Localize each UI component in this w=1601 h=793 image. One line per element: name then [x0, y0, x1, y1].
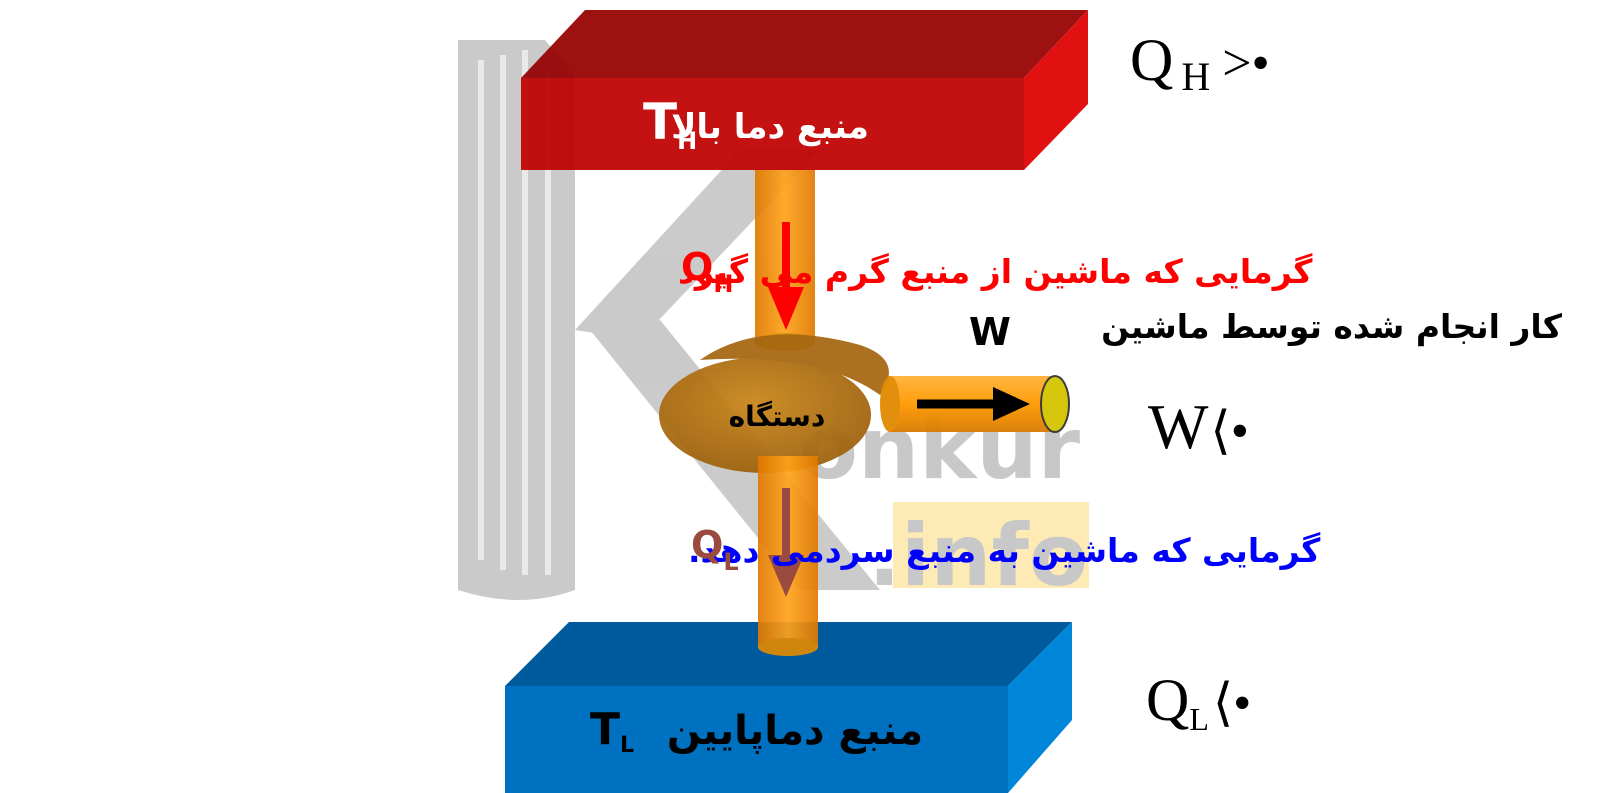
- hot-reservoir-label: منبع دما بالا: [671, 107, 869, 147]
- work-symbol: W: [969, 310, 1011, 354]
- work-description: کار انجام شده توسط ماشین: [1101, 307, 1563, 347]
- cold-reservoir-symbol-subscript: L: [620, 733, 634, 758]
- cold-reservoir-symbol-letter: T: [590, 704, 620, 755]
- heat-out-arrow: [768, 488, 804, 597]
- sign-qh-letter: Q: [1130, 27, 1173, 93]
- heat-out-description: گرمایی که ماشین به منبع سردمی دهد.: [688, 531, 1321, 571]
- hot-reservoir-top: [521, 10, 1088, 78]
- device-label: دستگاه: [729, 400, 826, 433]
- sign-ql-letter: Q: [1146, 667, 1189, 733]
- cold-reservoir-label: منبع دماپایین: [667, 708, 923, 754]
- heat-out-symbol-letter: Q: [691, 523, 723, 567]
- cold-reservoir-symbol: TL: [590, 704, 634, 758]
- heat-in-symbol-subscript: H: [713, 270, 733, 298]
- hot-reservoir-symbol: TH: [643, 93, 697, 155]
- heat-out-symbol: QL: [691, 523, 739, 576]
- cold-reservoir-front: [505, 686, 1008, 793]
- sign-qh-subscript: H: [1181, 54, 1210, 99]
- sign-convention-ql: QL⟨•: [1146, 667, 1251, 737]
- watermark-domain-text: .info: [868, 506, 1088, 606]
- sign-ql-subscript: L: [1189, 701, 1209, 737]
- engine-device: [659, 334, 889, 473]
- sign-w-letter: W: [1148, 391, 1209, 462]
- work-arrow: [917, 387, 1030, 421]
- cold-reservoir-label-text: منبع دماپایین: [667, 708, 923, 754]
- hot-reservoir: [521, 10, 1088, 170]
- sign-convention-w: W⟨•: [1148, 391, 1249, 462]
- heat-in-symbol-letter: Q: [681, 245, 713, 289]
- hot-reservoir-symbol-letter: T: [643, 93, 677, 151]
- sign-w-relation: ⟨•: [1210, 403, 1249, 460]
- heat-out-symbol-subscript: L: [723, 548, 738, 576]
- hot-reservoir-symbol-subscript: H: [677, 127, 697, 155]
- heat-in-description: گرمایی که ماشین از منبع گرم می گیرد: [678, 252, 1313, 292]
- hot-reservoir-side: [1024, 10, 1088, 170]
- work-pipe-end-cap: [1040, 375, 1070, 433]
- sign-qh-relation: >•: [1222, 35, 1270, 92]
- cold-reservoir-side: [1008, 622, 1072, 793]
- heat-in-symbol: QH: [681, 245, 733, 298]
- hot-reservoir-label-text: منبع دما بالا: [671, 107, 869, 147]
- watermark-info-backdrop: [893, 502, 1089, 588]
- sign-ql-relation: ⟨•: [1213, 675, 1252, 732]
- hot-reservoir-front: [521, 78, 1024, 170]
- heat-in-arrow: [768, 222, 804, 330]
